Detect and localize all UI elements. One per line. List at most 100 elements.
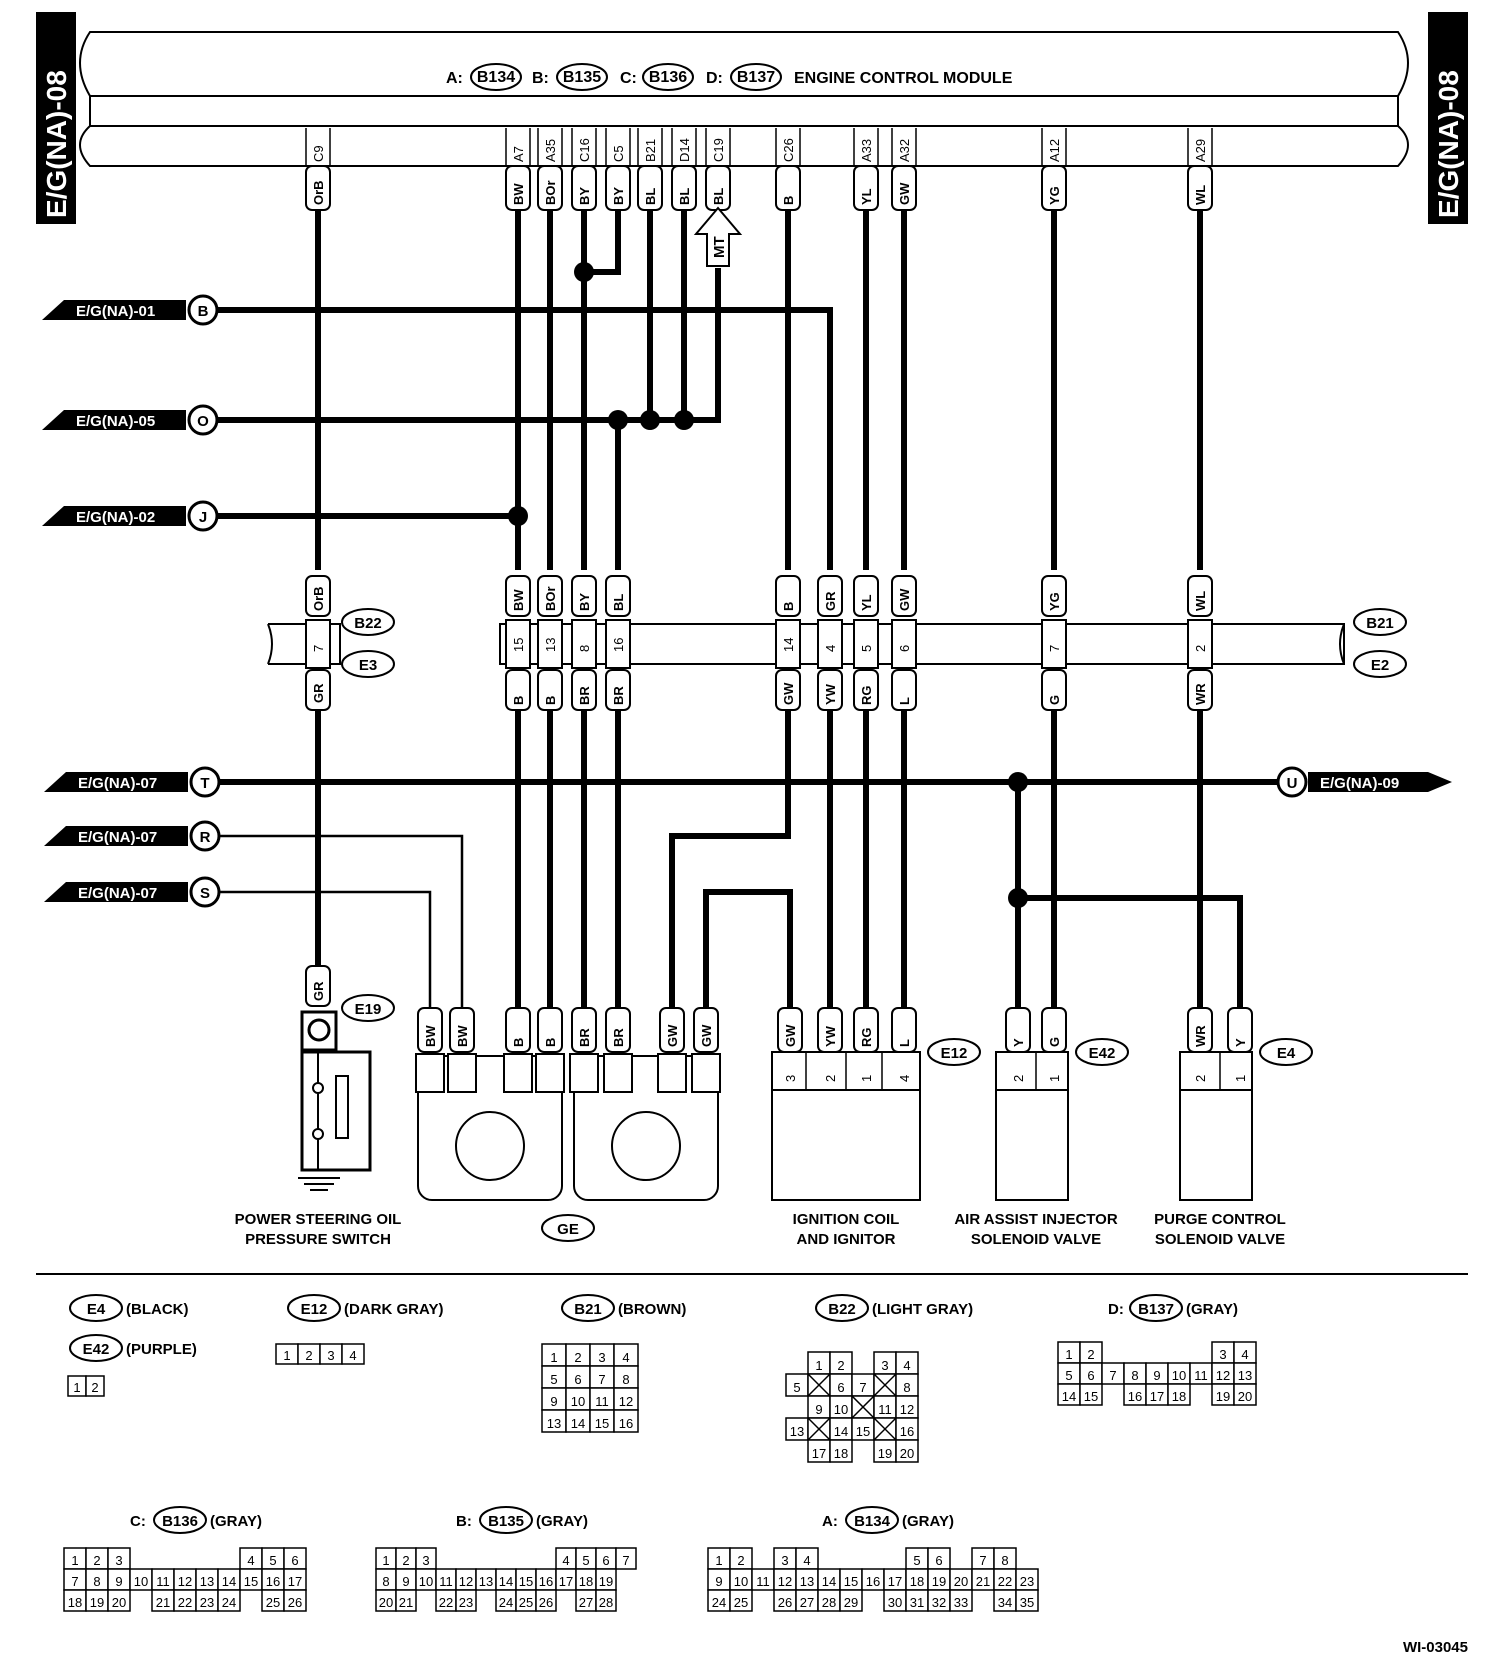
svg-text:YW: YW xyxy=(823,683,838,705)
svg-text:15: 15 xyxy=(1084,1389,1098,1404)
svg-text:6: 6 xyxy=(602,1553,609,1568)
svg-text:2: 2 xyxy=(1193,645,1208,652)
svg-text:Y: Y xyxy=(1233,1038,1248,1047)
e12-pin-4: 4 xyxy=(897,1075,912,1082)
svg-text:1: 1 xyxy=(1065,1347,1072,1362)
e42-wire-color-1: Y xyxy=(1005,1007,1031,1053)
svg-text:BOr: BOr xyxy=(543,586,558,611)
svg-text:OrB: OrB xyxy=(311,586,326,611)
ge-terminal-3 xyxy=(503,1053,533,1093)
b21-wire-color-top-13: BOr xyxy=(537,575,563,617)
b21-wire-color-top-15: BW xyxy=(505,575,531,617)
b21-wire-color-top-7: YG xyxy=(1041,575,1067,617)
svg-text:8: 8 xyxy=(1131,1368,1138,1383)
e42-pin-2: 2 xyxy=(1011,1075,1026,1082)
svg-text:19: 19 xyxy=(599,1574,613,1589)
svg-text:4: 4 xyxy=(622,1350,629,1365)
e12-pin-2: 2 xyxy=(823,1075,838,1082)
svg-text:9: 9 xyxy=(1153,1368,1160,1383)
svg-text:E12: E12 xyxy=(941,1045,968,1062)
ref-eg-na-05-o: E/G(NA)-05 O xyxy=(42,404,219,436)
figure-id: WI-03045 xyxy=(1403,1639,1468,1656)
svg-text:7: 7 xyxy=(311,645,326,652)
ecm-wire-color-A29: WL xyxy=(1187,165,1213,211)
svg-text:6: 6 xyxy=(1087,1368,1094,1383)
svg-text:A:: A: xyxy=(446,70,463,87)
ecm-pin-A12: A12 xyxy=(1041,128,1067,166)
svg-text:RG: RG xyxy=(859,686,874,706)
svg-text:YG: YG xyxy=(1047,186,1062,205)
svg-text:A29: A29 xyxy=(1193,139,1208,162)
joint-connector-b22-e3: 7 B22 E3 xyxy=(267,608,395,678)
svg-text:33: 33 xyxy=(954,1595,968,1610)
svg-text:3: 3 xyxy=(115,1553,122,1568)
svg-text:B: B xyxy=(543,1038,558,1047)
svg-text:20: 20 xyxy=(379,1595,393,1610)
legend-b22: B22 (LIGHT GRAY) xyxy=(815,1294,973,1322)
b21-wire-color-top-4: GR xyxy=(817,575,843,617)
svg-text:15: 15 xyxy=(856,1424,870,1439)
svg-text:13: 13 xyxy=(479,1574,493,1589)
svg-text:E12: E12 xyxy=(301,1301,328,1318)
svg-text:YG: YG xyxy=(1047,592,1062,611)
svg-text:20: 20 xyxy=(112,1595,126,1610)
ge-wire-color-2: BW xyxy=(449,1007,475,1053)
svg-text:13: 13 xyxy=(790,1424,804,1439)
svg-text:BR: BR xyxy=(611,1028,626,1047)
svg-text:C26: C26 xyxy=(781,138,796,162)
svg-text:8: 8 xyxy=(382,1574,389,1589)
svg-text:17: 17 xyxy=(812,1446,826,1461)
svg-text:A35: A35 xyxy=(543,139,558,162)
svg-text:(LIGHT GRAY): (LIGHT GRAY) xyxy=(872,1301,973,1318)
svg-text:T: T xyxy=(200,775,209,792)
wires xyxy=(218,210,1203,570)
svg-text:A:: A: xyxy=(822,1513,838,1530)
svg-text:12: 12 xyxy=(900,1402,914,1417)
svg-text:17: 17 xyxy=(559,1574,573,1589)
wire-label-b22-top: OrB xyxy=(305,575,331,617)
svg-text:16: 16 xyxy=(539,1574,553,1589)
e12-wire-color-1: GW xyxy=(777,1007,803,1053)
svg-text:S: S xyxy=(200,885,210,902)
svg-text:12: 12 xyxy=(178,1574,192,1589)
svg-text:17: 17 xyxy=(1150,1389,1164,1404)
e42-pin-1: 1 xyxy=(1047,1075,1062,1082)
b21-pin-6: 6 xyxy=(891,619,917,669)
e2-wire-color-bottom-7: G xyxy=(1041,669,1067,711)
svg-text:1: 1 xyxy=(550,1350,557,1365)
legend-b135: B: B135 (GRAY) xyxy=(456,1506,588,1534)
svg-text:8: 8 xyxy=(93,1574,100,1589)
ecm-pin-A29: A29 xyxy=(1187,128,1213,166)
svg-text:12: 12 xyxy=(459,1574,473,1589)
svg-text:GE: GE xyxy=(557,1221,579,1238)
ge-terminal-5 xyxy=(569,1053,599,1093)
svg-text:24: 24 xyxy=(712,1595,726,1610)
svg-text:E/G(NA)-01: E/G(NA)-01 xyxy=(76,303,155,320)
svg-text:18: 18 xyxy=(910,1574,924,1589)
svg-text:YL: YL xyxy=(859,188,874,205)
svg-text:C9: C9 xyxy=(311,145,326,162)
b21-pin-16: 16 xyxy=(605,619,631,669)
svg-text:14: 14 xyxy=(499,1574,513,1589)
svg-text:9: 9 xyxy=(815,1402,822,1417)
svg-text:14: 14 xyxy=(822,1574,836,1589)
svg-text:YL: YL xyxy=(859,594,874,611)
ref-eg-na-07-s: E/G(NA)-07 S xyxy=(44,876,221,908)
svg-text:B135: B135 xyxy=(563,69,601,86)
e4-pin-1: 1 xyxy=(1233,1075,1248,1082)
svg-text:B21: B21 xyxy=(574,1301,602,1318)
ecm-pin-C16: C16 xyxy=(571,128,597,166)
ref-eg-na-07-t: E/G(NA)-07 T xyxy=(44,766,221,798)
svg-text:17: 17 xyxy=(888,1574,902,1589)
svg-text:3: 3 xyxy=(1219,1347,1226,1362)
e12-wire-color-2: YW xyxy=(817,1007,843,1053)
svg-text:B134: B134 xyxy=(477,69,515,86)
svg-text:L: L xyxy=(897,697,912,705)
svg-text:7: 7 xyxy=(1109,1368,1116,1383)
svg-text:10: 10 xyxy=(1172,1368,1186,1383)
svg-text:3: 3 xyxy=(881,1358,888,1373)
svg-text:26: 26 xyxy=(539,1595,553,1610)
